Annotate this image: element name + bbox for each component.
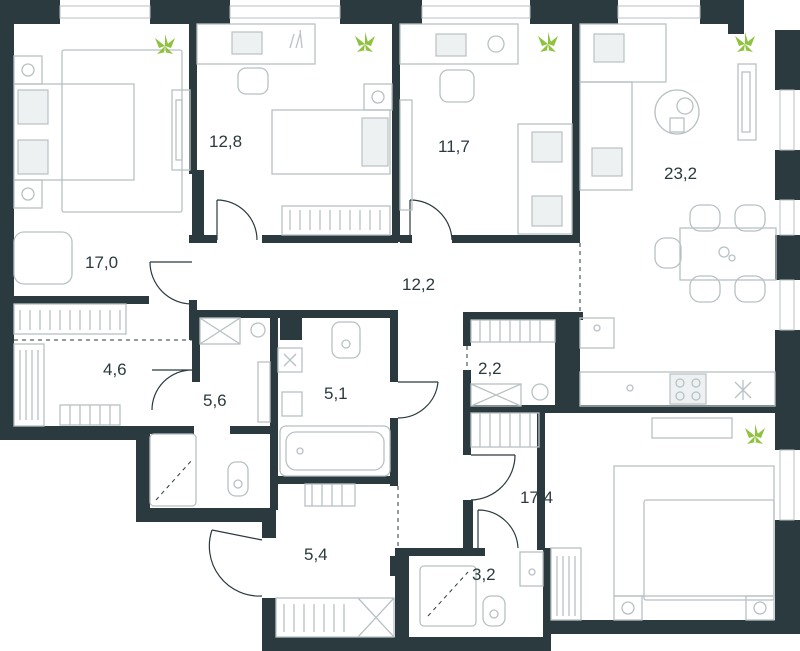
plant-icon [155,32,765,444]
doors [149,199,519,597]
shower-icon [149,317,271,507]
room-area-hallway: 12,2 [402,275,435,294]
storage-shelves-icon [470,319,556,407]
shower-icon [419,551,544,627]
room-area-wardrobe: 4,6 [103,360,127,379]
bathtub-icon [277,321,391,507]
room-area-bedroom-left: 17,0 [85,253,118,272]
desk-icon [171,89,191,171]
room-area-living-kitchen: 23,2 [664,164,697,183]
toilet-icon [227,461,249,497]
armchair-icon [13,231,73,285]
zone-boundaries [14,243,581,548]
desk-icon [399,23,573,235]
bed-icon [13,49,183,213]
room-area-entrance-hall: 5,4 [304,545,328,564]
entrance-shoe-rack-icon [275,597,395,638]
room-area-bedroom-small-2: 11,7 [438,137,470,156]
sofa-icon [579,23,757,191]
room-area-bathroom-2: 5,1 [324,384,348,403]
wardrobe-icon [13,303,127,427]
room-area-bedroom-small-1: 12,8 [209,132,242,151]
room-area-bedroom-right: 17,4 [520,488,553,507]
room-area-shower-room: 3,2 [472,565,496,584]
bed-icon [470,412,775,621]
stove-icon [669,373,752,405]
room-area-labels: 17,0 12,8 11,7 23,2 12,2 4,6 5,6 5,1 2,2… [85,132,697,584]
room-area-bathroom-1: 5,6 [203,391,227,410]
room-area-storage: 2,2 [478,359,502,378]
desk-icon [196,23,393,236]
dining-table-icon [654,204,777,303]
sink-icon [579,317,776,407]
windows [59,5,795,521]
